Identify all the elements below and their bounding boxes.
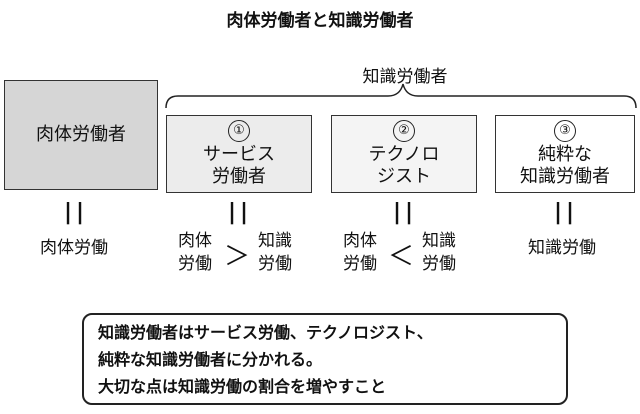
service-right-top: 知識 — [258, 231, 292, 251]
knowledge-worker-group-label: 知識労働者 — [362, 67, 448, 87]
service-worker-box: ① サービス 労働者 — [166, 115, 312, 193]
pure-knowledge-line1: 純粋な — [538, 143, 592, 165]
physical-labor-label: 肉体労働 — [40, 238, 108, 258]
physical-worker-label: 肉体労働者 — [36, 123, 126, 145]
service-greater-than: ＞ — [224, 242, 251, 272]
summary-line-3: 大切な点は知識労働の割合を増やすこと — [98, 377, 387, 396]
service-right-bottom: 労働 — [258, 253, 292, 274]
technologist-left-bottom: 労働 — [343, 253, 377, 274]
technologist-line2: ジスト — [377, 166, 431, 187]
summary-line-1: 知識労働者はサービス労働、テクノロジスト、 — [98, 323, 433, 342]
group-brace — [165, 83, 637, 109]
technologist-line1: テクノロ — [368, 143, 440, 165]
summary-note: 知識労働者はサービス労働、テクノロジスト、 純粋な知識労働者に分かれる。 大切な… — [82, 313, 568, 405]
service-equals-sign: || — [228, 200, 253, 225]
number-badge-2: ② — [393, 119, 415, 142]
pure-knowledge-labor-label: 知識労働 — [528, 238, 596, 258]
service-physical-labor: 肉体 労働 — [178, 230, 212, 276]
technologist-box: ② テクノロ ジスト — [331, 115, 477, 193]
service-left-bottom: 労働 — [178, 253, 212, 274]
diagram-title: 肉体労働者と知識労働者 — [226, 11, 414, 31]
technologist-right-top: 知識 — [422, 231, 456, 251]
service-worker-line1: サービス — [203, 143, 275, 165]
pure-knowledge-line2: 知識労働者 — [520, 166, 610, 187]
technologist-right-bottom: 労働 — [422, 253, 456, 274]
technologist-knowledge-labor: 知識 労働 — [422, 230, 456, 276]
service-knowledge-labor: 知識 労働 — [258, 230, 292, 276]
summary-line-2: 純粋な知識労働者に分かれる。 — [98, 350, 323, 369]
technologist-left-top: 肉体 — [343, 231, 377, 251]
number-badge-3: ③ — [554, 119, 576, 142]
pure-knowledge-equals-sign: || — [554, 200, 579, 225]
technologist-physical-labor: 肉体 労働 — [343, 230, 377, 276]
number-badge-1: ① — [228, 119, 250, 142]
pure-knowledge-worker-box: ③ 純粋な 知識労働者 — [495, 115, 635, 193]
technologist-less-than: ＜ — [388, 242, 415, 272]
technologist-equals-sign: || — [393, 200, 418, 225]
physical-equals-sign: || — [64, 200, 89, 225]
service-left-top: 肉体 — [178, 231, 212, 251]
physical-worker-box: 肉体労働者 — [4, 80, 158, 190]
service-worker-line2: 労働者 — [212, 166, 266, 187]
